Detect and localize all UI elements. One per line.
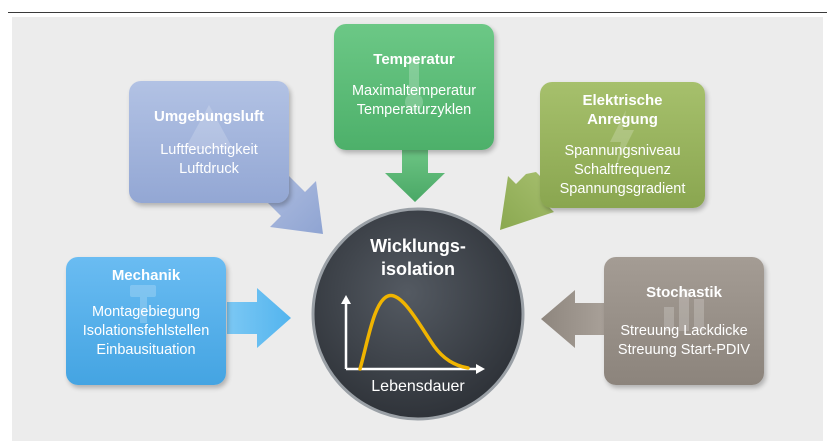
factor-line-montagebiegung: Montagebiegung <box>91 304 201 320</box>
lebensdauer-axis-label: Lebensdauer <box>371 378 465 395</box>
factor-line-spannungsgradient: Spannungsgradient <box>559 181 686 197</box>
factor-title-umgebungsluft: Umgebungsluft <box>154 108 264 125</box>
factor-line-einbausituation: Einbausituation <box>96 342 196 358</box>
factor-box-mechanik: Mechanik Montagebiegung Isolationsfehlst… <box>66 257 226 385</box>
hammer-icon <box>130 285 156 323</box>
center-circle-graphic <box>311 207 525 421</box>
factor-title-stochastik: Stochastik <box>646 284 722 301</box>
factor-line-spannungsniveau: Spannungsniveau <box>564 143 681 159</box>
factor-box-temperatur: Temperatur Maximaltemperatur Temperaturz… <box>334 24 494 150</box>
thermometer-icon <box>405 56 423 111</box>
center-title-line2: isolation <box>380 259 455 279</box>
top-rule <box>8 12 827 13</box>
center-title-line1: Wicklungs- <box>370 236 466 256</box>
x-axis-arrowhead <box>476 364 485 374</box>
factor-box-stochastik: Stochastik Streuung Lackdicke Streuung S… <box>604 257 764 385</box>
y-axis-arrowhead <box>341 295 351 304</box>
factor-line-streuung-lackdicke: Streuung Lackdicke <box>620 323 748 339</box>
factor-box-elektrische-anregung: Elektrische Anregung Spannungsniveau Sch… <box>540 82 705 208</box>
factor-title-temperatur: Temperatur <box>373 51 455 68</box>
factor-line-luftdruck: Luftdruck <box>179 161 239 177</box>
bar-chart-icon <box>664 289 704 331</box>
lifetime-distribution-curve <box>358 293 470 371</box>
factor-line-maximaltemperatur: Maximaltemperatur <box>351 83 477 99</box>
factor-box-umgebungsluft: Umgebungsluft Luftfeuchtigkeit Luftdruck <box>129 81 289 203</box>
factor-line-luftfeuchtigkeit: Luftfeuchtigkeit <box>160 142 258 158</box>
factor-title-anregung: Anregung <box>587 111 658 128</box>
factor-line-isolationsfehlstellen: Isolationsfehlstellen <box>82 323 210 339</box>
factor-line-streuung-start-pdiv: Streuung Start-PDIV <box>617 342 751 358</box>
factor-line-temperaturzyklen: Temperaturzyklen <box>356 102 472 118</box>
cloud-icon <box>185 105 233 149</box>
lightning-icon <box>610 110 634 166</box>
center-circle: Wicklungs- isolation Lebensdauer <box>310 206 526 422</box>
factor-title-elektrische: Elektrische <box>582 92 663 109</box>
factor-line-schaltfrequenz: Schaltfrequenz <box>574 162 671 178</box>
factor-title-mechanik: Mechanik <box>111 267 181 284</box>
